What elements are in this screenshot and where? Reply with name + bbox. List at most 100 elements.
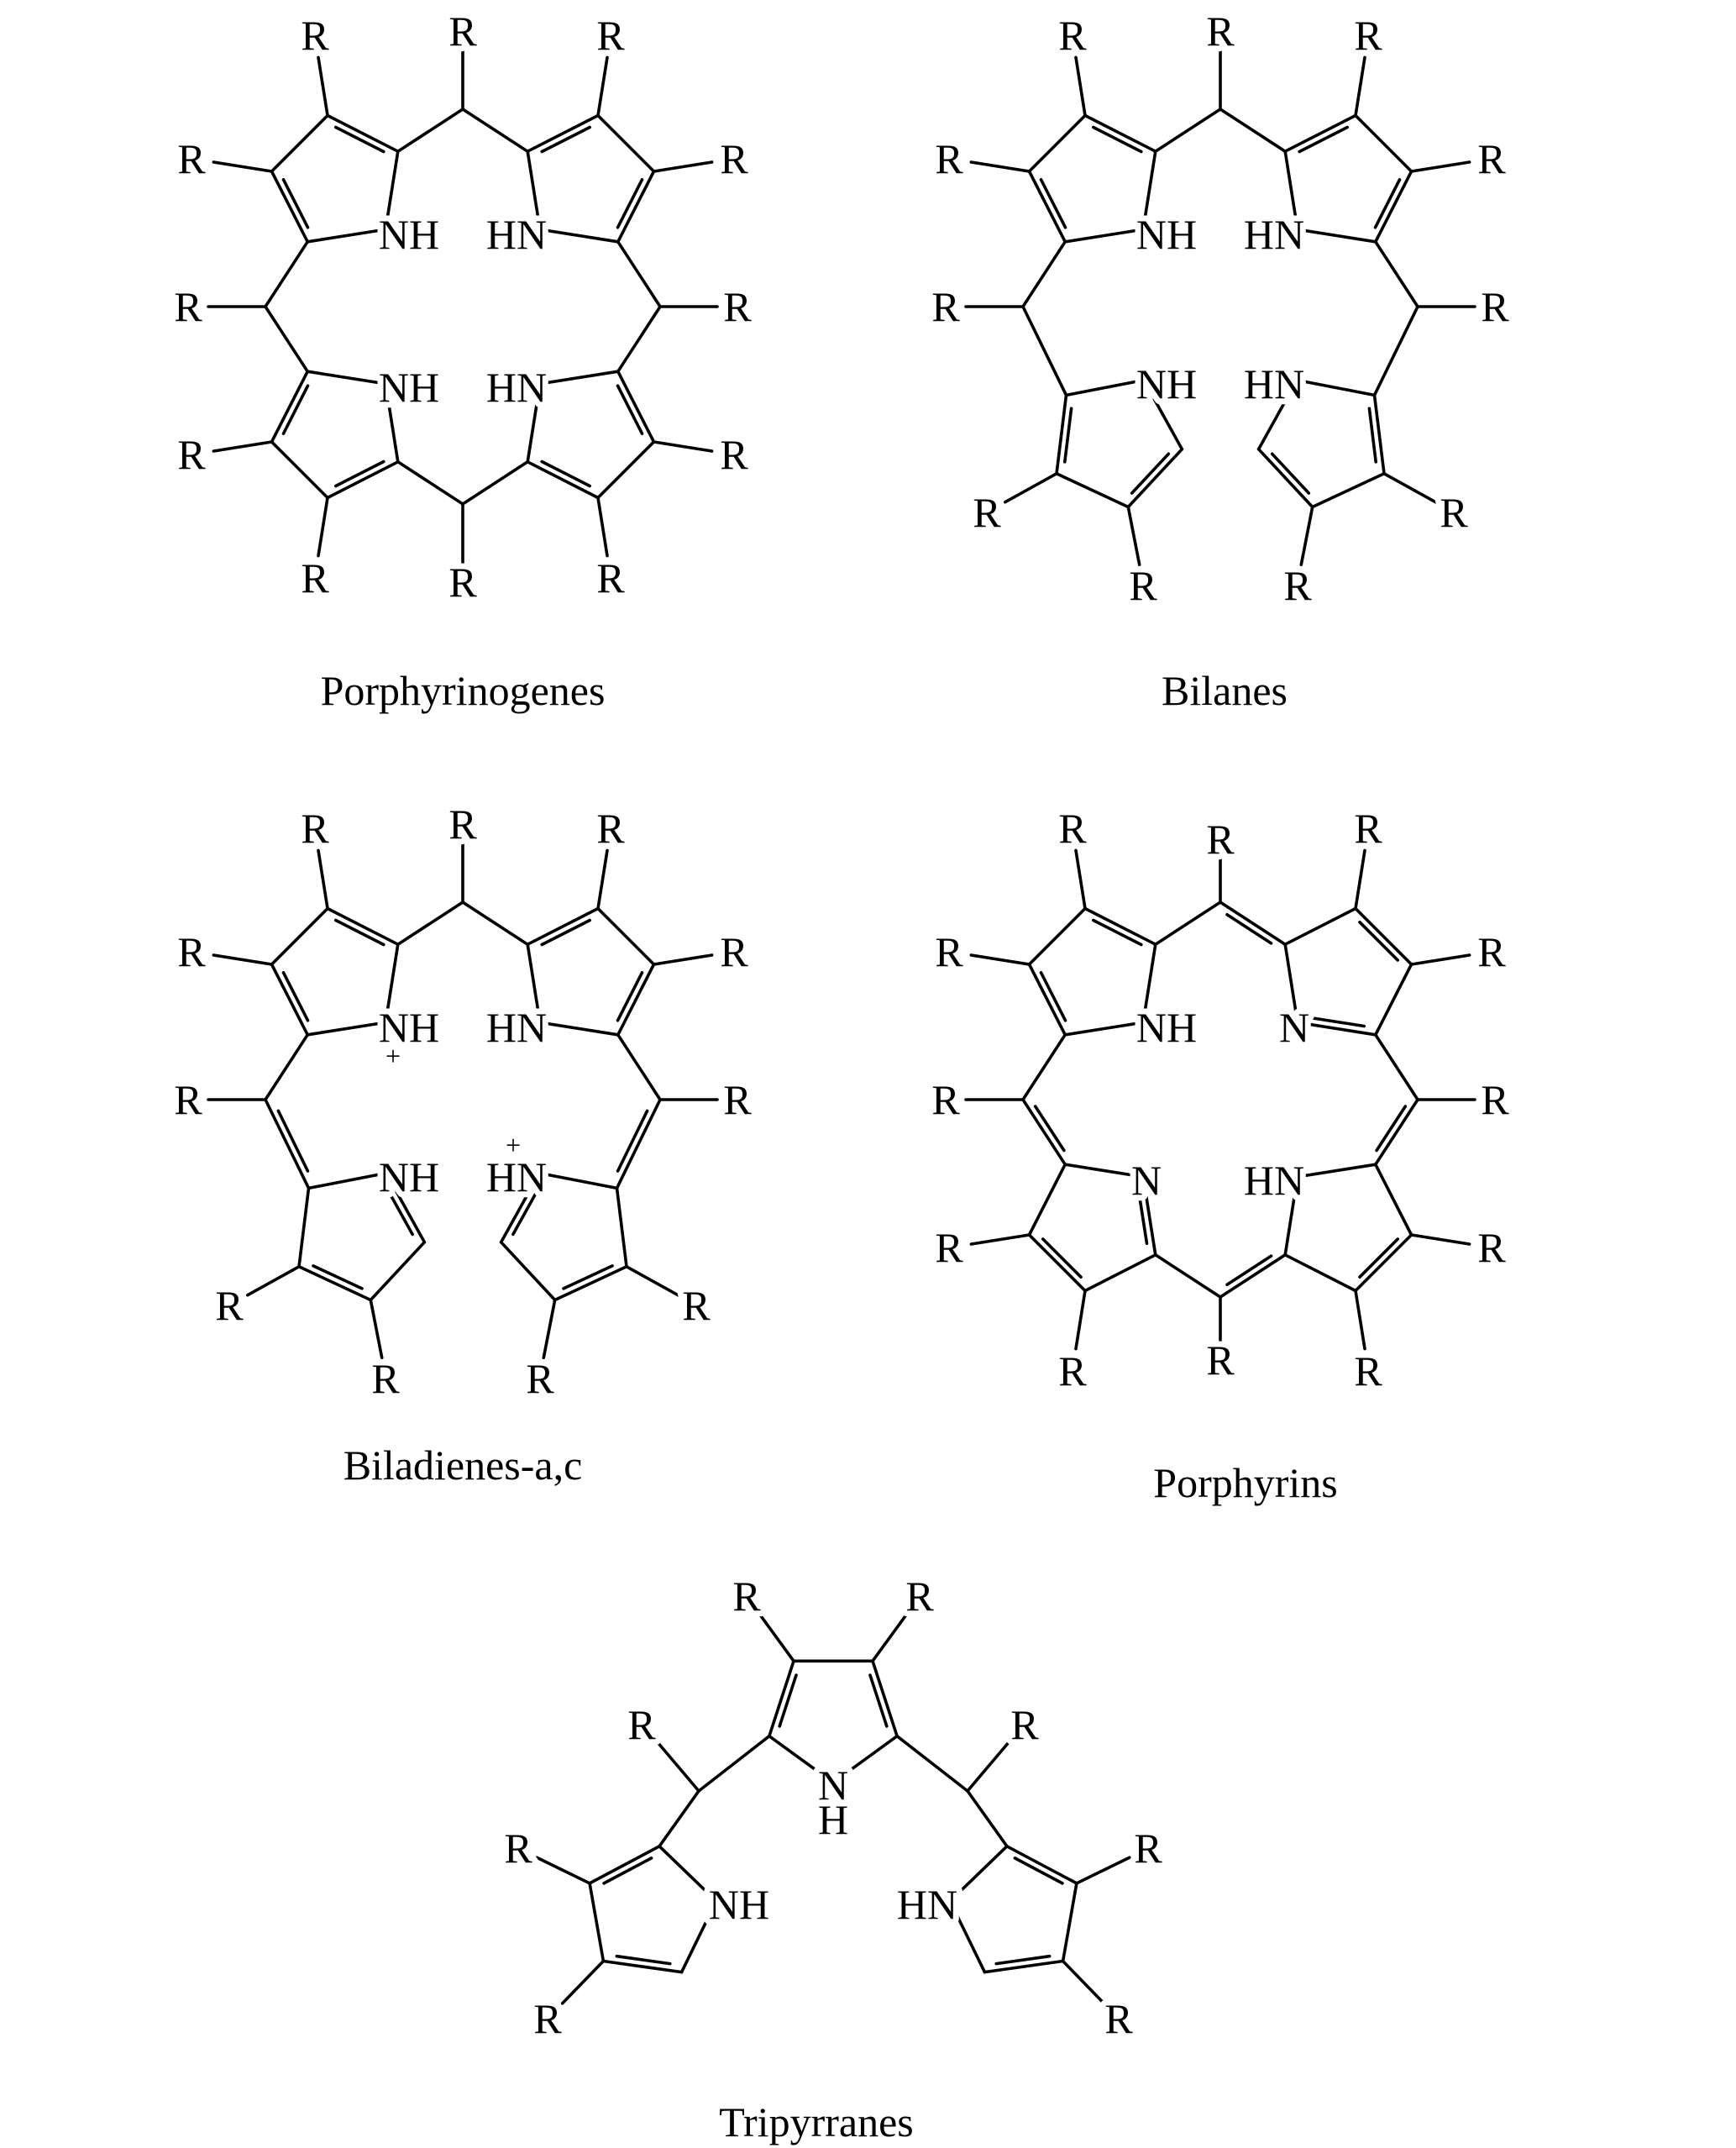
bond xyxy=(871,1659,899,1738)
plus-charge-label: + xyxy=(385,1041,401,1071)
r-label: R xyxy=(682,1282,711,1329)
bond xyxy=(871,1611,909,1663)
r-label: R xyxy=(1440,489,1468,536)
bond xyxy=(297,1265,373,1302)
bond xyxy=(651,1735,700,1793)
bond xyxy=(384,150,400,231)
substituent-bonds xyxy=(964,848,1476,1351)
bond xyxy=(616,240,662,308)
r-label: R xyxy=(732,1573,761,1620)
bond xyxy=(1136,1189,1149,1245)
bond xyxy=(1225,912,1273,945)
r-label: R xyxy=(1058,805,1087,852)
pyrrole-ring-center xyxy=(768,1659,899,1784)
meso-bridges xyxy=(1021,901,1419,1299)
r-label: R xyxy=(596,12,625,59)
bond xyxy=(317,848,329,911)
atom-labels: R R R R R R R R R R R R NH HN NH HN xyxy=(168,2,758,612)
bond xyxy=(625,1265,680,1297)
bond xyxy=(1021,305,1068,397)
r-label: R xyxy=(596,554,625,601)
pyrrole-ring-bottom-right xyxy=(1256,378,1386,509)
pyrrole-ring-top-right xyxy=(526,906,656,1037)
r-label: R xyxy=(1477,928,1506,975)
bond xyxy=(1055,472,1130,509)
pyrrole-ring-bottom-left xyxy=(297,1171,427,1302)
bond xyxy=(596,496,609,558)
pyrrole-ring-bottom-left xyxy=(270,370,400,500)
bond xyxy=(596,440,656,500)
r-label: R xyxy=(1481,283,1509,330)
bond xyxy=(1283,113,1357,153)
bond xyxy=(1083,906,1157,946)
bond xyxy=(1013,1857,1064,1885)
bond xyxy=(1298,125,1349,154)
hn-label: HN xyxy=(1244,360,1304,407)
bond xyxy=(1296,228,1377,244)
bond xyxy=(1354,1233,1413,1293)
bond xyxy=(276,1109,310,1173)
bond xyxy=(264,305,309,373)
pyrrole-ring-bottom-right xyxy=(1283,1163,1413,1293)
bond xyxy=(1126,505,1141,567)
pyrrole-ring-left xyxy=(588,1844,718,1974)
r-label: R xyxy=(1134,1825,1162,1872)
bond xyxy=(540,125,591,154)
r-label: R xyxy=(627,1701,656,1748)
r-label: R xyxy=(973,489,1001,536)
atom-labels: R R R R R R R R R R R NH HN NH HN xyxy=(926,2,1515,615)
bond xyxy=(385,1185,414,1237)
bond xyxy=(306,1021,387,1037)
atom-labels: R R R R R R R R R R R R NH N N HN xyxy=(926,799,1515,1400)
bond xyxy=(588,1844,661,1885)
bond xyxy=(396,901,464,946)
r-label: R xyxy=(720,135,748,182)
bond xyxy=(270,170,309,244)
pyrrole-ring-top-left xyxy=(270,906,400,1037)
hn-label: HN xyxy=(486,364,547,411)
r-label: R xyxy=(905,1573,934,1620)
bond xyxy=(1354,848,1366,911)
bond xyxy=(652,160,714,173)
nh-label: NH xyxy=(1136,211,1197,258)
bond xyxy=(385,1171,427,1244)
r-label: R xyxy=(1010,1701,1039,1748)
r-label: R xyxy=(174,1076,202,1123)
structure-bilanes: R R R R R R R R R R R NH HN NH HN xyxy=(926,2,1515,615)
bond xyxy=(969,160,1031,173)
bond xyxy=(697,1734,771,1793)
bond xyxy=(461,108,529,153)
bond xyxy=(1027,170,1067,244)
bond xyxy=(1354,113,1413,173)
bond xyxy=(1039,971,1067,1022)
bond xyxy=(1055,393,1068,475)
r-label: R xyxy=(723,283,752,330)
bond xyxy=(948,1899,987,1974)
bond xyxy=(652,440,714,453)
bond xyxy=(601,1959,684,1974)
bond xyxy=(596,55,609,118)
bond xyxy=(679,1899,718,1974)
bond xyxy=(1063,407,1073,464)
n-label: N xyxy=(1279,1004,1309,1051)
atom-labels: R R R R R R R R N H NH HN xyxy=(498,1567,1168,2048)
bond xyxy=(1154,1253,1222,1299)
r-label: R xyxy=(215,1282,244,1329)
nh-label: NH xyxy=(1136,1004,1197,1051)
substituent-bonds xyxy=(535,1611,1131,2005)
r-label: R xyxy=(448,801,477,848)
bond xyxy=(1374,1098,1419,1166)
bond xyxy=(1061,1959,1106,2005)
bond xyxy=(616,305,662,373)
hn-label: HN xyxy=(486,1153,547,1200)
bond xyxy=(270,963,309,1037)
bond xyxy=(768,1734,835,1784)
bond xyxy=(281,178,310,229)
bond xyxy=(326,906,400,946)
caption-porphyrinogenes: Porphyrinogenes xyxy=(320,667,606,714)
bond xyxy=(264,240,309,308)
pyrrole-ring-top-right xyxy=(526,113,656,244)
nh-label: NH xyxy=(379,364,439,411)
bond xyxy=(526,150,542,231)
